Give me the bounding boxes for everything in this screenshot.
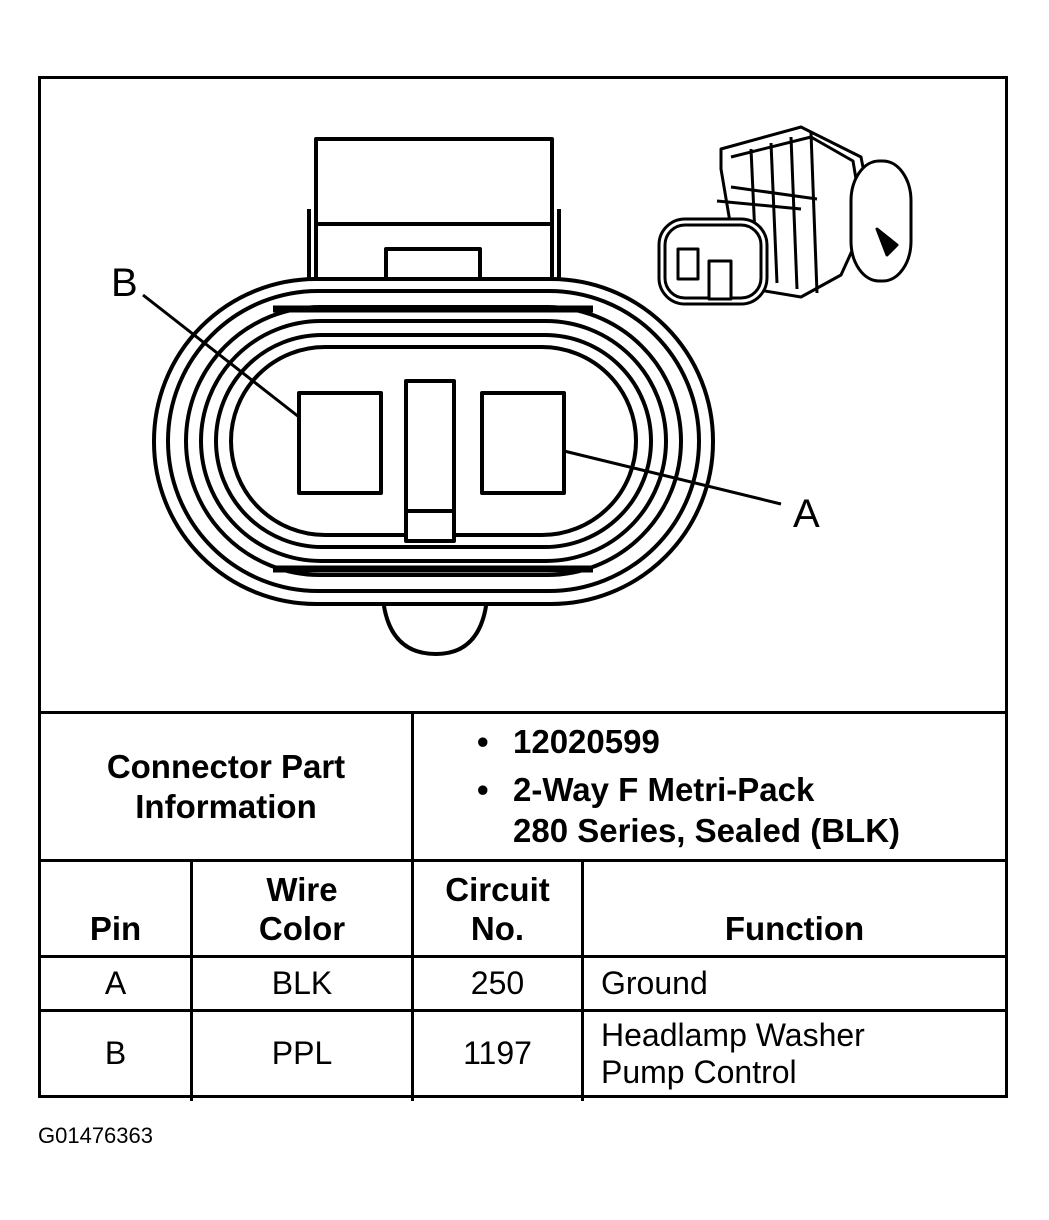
row-b-circuit: 1197	[463, 1035, 532, 1072]
part-info-label: Connector Part Information	[41, 714, 411, 859]
row-a-circuit: 250	[470, 965, 525, 1002]
connector-bottom-key	[381, 598, 489, 656]
pin-b-cavity	[297, 391, 383, 495]
row-b-pin: B	[104, 1035, 127, 1072]
bullet-icon: •	[477, 771, 489, 809]
figure-id-caption: G01476363	[38, 1123, 153, 1148]
connector-perspective-icon	[657, 125, 913, 306]
row-a-color: BLK	[271, 965, 333, 1002]
row-a-pin: A	[104, 965, 127, 1002]
table-divider	[41, 859, 1005, 862]
row-b-function: Headlamp Washer Pump Control	[601, 1012, 1001, 1095]
connector-face-drawing: B A	[41, 79, 1005, 711]
header-line: Wire	[266, 870, 338, 908]
header-pin: Pin	[89, 910, 142, 948]
part-description-line: 280 Series, Sealed (BLK)	[513, 811, 901, 849]
pin-b-leader-line	[142, 293, 300, 419]
function-line: Pump Control	[601, 1053, 797, 1090]
table-vertical-rule	[411, 711, 414, 1101]
connector-lock-tab	[307, 137, 561, 281]
part-info-list: • 12020599 • 2-Way F Metri-Pack 280 Seri…	[477, 722, 997, 851]
part-info-item: • 2-Way F Metri-Pack 280 Series, Sealed …	[477, 770, 997, 851]
part-number: 12020599	[513, 723, 660, 760]
part-info-label-line: Connector Part	[106, 747, 346, 785]
connector-diagram-frame: B A Connector Part Information • 1202059…	[38, 76, 1008, 1101]
part-description-line: 2-Way F Metri-Pack	[513, 771, 815, 809]
header-function: Function	[724, 910, 865, 948]
table-row-divider	[41, 1009, 1005, 1012]
header-wire-color: Wire Color	[193, 862, 411, 955]
row-b-color: PPL	[271, 1035, 333, 1072]
header-line: Circuit	[445, 870, 550, 908]
row-a-function: Ground	[601, 965, 708, 1002]
function-line: Headlamp Washer	[601, 1016, 865, 1053]
part-info-item: • 12020599	[477, 722, 997, 762]
pin-a-leader-line	[563, 449, 782, 506]
pin-a-cavity	[480, 391, 566, 495]
connector-center-divider	[404, 379, 456, 543]
pin-a-callout: A	[793, 492, 820, 536]
table-vertical-rule	[190, 859, 193, 1101]
header-line: No.	[470, 910, 525, 948]
header-circuit-no: Circuit No.	[414, 862, 581, 955]
table-header-border	[41, 955, 1005, 958]
part-info-label-line: Information	[135, 787, 317, 825]
table-vertical-rule	[581, 859, 584, 1101]
part-description: 2-Way F Metri-Pack 280 Series, Sealed (B…	[513, 770, 900, 851]
header-line: Color	[258, 910, 346, 948]
pin-b-callout: B	[111, 261, 138, 305]
table-top-border	[41, 711, 1005, 714]
bullet-icon: •	[477, 723, 489, 760]
